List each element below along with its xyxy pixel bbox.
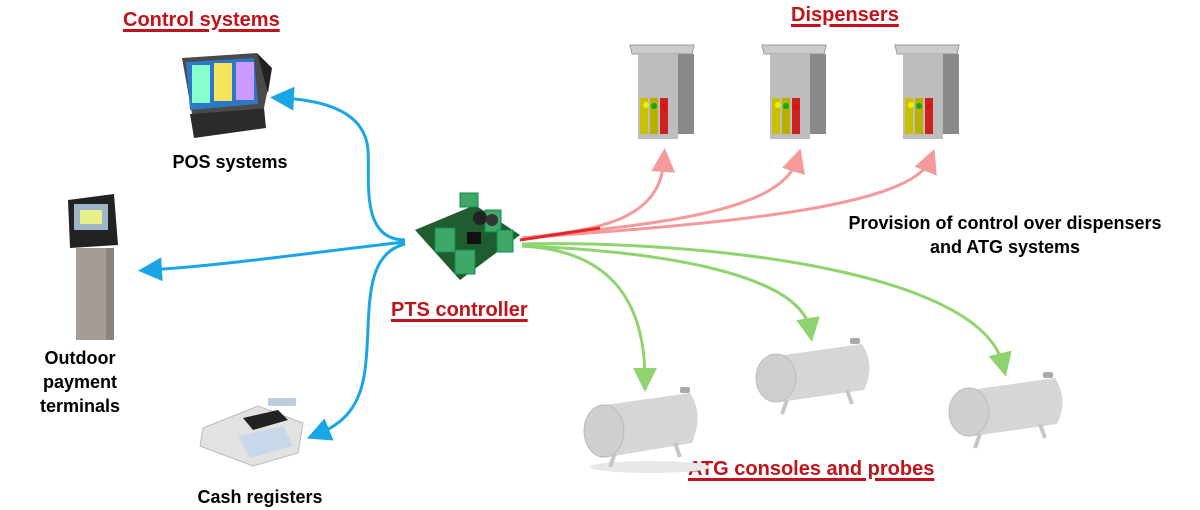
label-line: payment (42, 372, 118, 392)
label-line: and ATG systems (929, 237, 1081, 257)
heading-control-systems: Control systems (123, 9, 280, 31)
fuel-tank-icon (583, 387, 710, 473)
fuel-dispenser-icon (894, 44, 960, 139)
fuel-dispenser-icon (629, 44, 695, 139)
heading-atg: ATG consoles and probes (688, 458, 935, 480)
link-to-outdoor-terminal (138, 240, 406, 282)
label-cash-registers: Cash registers (197, 487, 323, 507)
link-to-pos (270, 86, 406, 242)
label-line: Outdoor (44, 348, 116, 368)
link-to-dispenser-1 (521, 148, 676, 240)
link-to-dispenser-3 (521, 148, 937, 240)
link-to-tank-2 (521, 244, 820, 342)
pos-terminal-icon (182, 53, 272, 138)
label-outdoor-terminals: Outdoor payment terminals (30, 346, 130, 418)
fuel-tank-icon (755, 338, 870, 415)
fuel-dispenser-icon (761, 44, 827, 139)
link-to-tank-1 (521, 244, 657, 392)
heading-dispensers: Dispensers (791, 4, 899, 26)
label-provision: Provision of control over dispensers and… (810, 211, 1200, 259)
fuel-tank-icon (948, 372, 1063, 449)
cash-register-icon (199, 398, 304, 467)
label-pos-systems: POS systems (172, 152, 288, 172)
pts-controller-board-icon (415, 192, 520, 280)
label-line: Provision of control over dispensers (848, 213, 1162, 233)
label-line: terminals (39, 396, 121, 416)
outdoor-payment-terminal-icon (68, 194, 118, 340)
link-to-cash-register (306, 242, 406, 441)
heading-pts-controller: PTS controller (391, 299, 528, 321)
link-to-tank-3 (521, 242, 1012, 377)
